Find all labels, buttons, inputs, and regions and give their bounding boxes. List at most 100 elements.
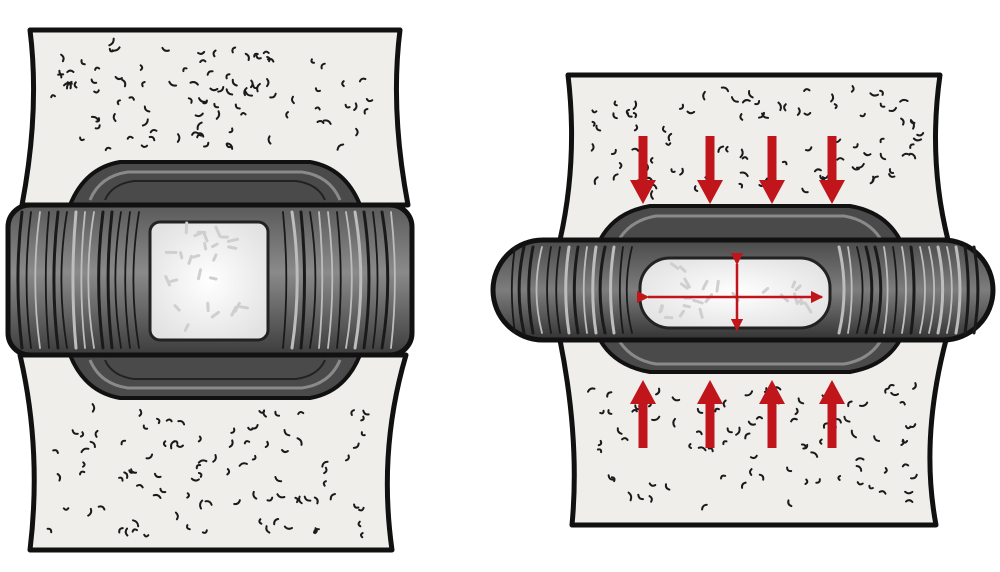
bone-speckle [65, 80, 73, 90]
bone-speckle [303, 495, 312, 502]
bone-speckle [755, 416, 763, 420]
annulus-ring [591, 245, 598, 335]
bone-speckle [741, 99, 751, 104]
nucleus-texture-mark [197, 268, 202, 281]
bone-speckle [651, 415, 661, 422]
bone-speckle [226, 468, 231, 476]
bone-speckle [97, 505, 106, 511]
annulus-ring [124, 211, 131, 349]
bone-speckle [344, 103, 351, 109]
upper-endplate-left [67, 160, 363, 207]
bone-speckle [264, 440, 269, 448]
bone-speckle [247, 426, 254, 431]
bone-speckle [225, 88, 234, 96]
annulus-ring [336, 211, 342, 349]
upper-endplate-right [596, 204, 904, 242]
bone-speckle [108, 37, 115, 47]
bone-speckle [693, 185, 699, 192]
bone-speckle [900, 117, 905, 126]
nucleus-texture-mark [794, 284, 802, 292]
bone-speckle [899, 401, 906, 406]
bone-speckle [128, 96, 135, 101]
bone-speckle [71, 429, 79, 435]
bone-speckle [754, 100, 761, 106]
bone-speckle [353, 102, 358, 111]
bone-speckle [322, 119, 332, 125]
annulus-ring [972, 245, 980, 335]
bone-speckle [843, 415, 851, 423]
bone-speckle [357, 520, 362, 528]
bone-speckle [114, 75, 123, 81]
bone-speckle [141, 81, 146, 88]
bone-speckle [121, 78, 127, 88]
bone-speckle [265, 525, 271, 534]
bone-speckle [156, 417, 161, 425]
annulus-ring [864, 245, 874, 335]
bone-speckle [804, 478, 809, 485]
bone-speckle [258, 518, 263, 525]
annulus-ring [34, 211, 41, 349]
bone-speckle [322, 480, 327, 487]
bone-speckle [720, 474, 727, 480]
bone-speckle [631, 408, 638, 413]
bone-speckle [79, 470, 86, 476]
bone-speckle [80, 447, 90, 454]
annulus-ring [946, 246, 953, 334]
annulus-ring [892, 246, 898, 334]
annulus-ring [106, 210, 114, 350]
bone-speckle [787, 499, 793, 508]
bone-speckle [637, 493, 644, 501]
bone-speckle [186, 524, 191, 531]
bone-speckle [321, 460, 329, 468]
annulus-ring [527, 245, 535, 335]
bone-speckle [197, 472, 203, 478]
bone-speckle [104, 146, 112, 152]
annulus-ring [873, 245, 883, 335]
bone-speckle [702, 90, 706, 101]
annulus-ring [16, 210, 24, 350]
bone-speckle [696, 407, 704, 414]
bone-speckle [225, 143, 233, 149]
bone-speckle [610, 476, 616, 483]
bone-speckle [123, 471, 129, 479]
bone-speckle [87, 507, 93, 517]
bone-speckle [748, 468, 753, 476]
bone-speckle [648, 482, 657, 487]
bone-speckle [597, 439, 603, 447]
bone-speckle [140, 144, 149, 149]
annulus-ring [535, 246, 543, 334]
bone-speckle [283, 429, 291, 437]
annulus-ring [883, 246, 889, 334]
bone-speckle [58, 69, 65, 76]
compression-arrows-top [630, 136, 845, 204]
annulus-ring [909, 245, 916, 335]
bone-speckle [213, 102, 220, 109]
bone-speckle [273, 518, 280, 526]
bone-speckle [314, 106, 321, 111]
bone-speckle [632, 100, 638, 110]
annulus-rings-left [16, 210, 396, 350]
bone-speckle [790, 417, 798, 423]
bone-speckle [297, 411, 305, 415]
bone-speckle [801, 187, 809, 194]
bone-speckle [869, 175, 875, 185]
bone-speckle [165, 418, 173, 423]
bone-speckle [262, 409, 267, 418]
bone-speckle [91, 403, 96, 413]
bone-speckle [329, 493, 336, 501]
bone-speckle [761, 112, 770, 119]
bone-speckle [671, 396, 681, 402]
bone-speckle [173, 440, 179, 445]
bone-speckle [197, 459, 208, 464]
compression-arrow-head [630, 380, 656, 404]
bone-speckle [360, 431, 366, 437]
bone-speckle [667, 132, 673, 142]
bone-speckle [758, 473, 765, 481]
annulus-ring [372, 211, 379, 349]
bone-speckle [847, 400, 853, 408]
annulus-ring [510, 246, 516, 334]
bone-speckle [884, 387, 890, 394]
bone-speckle [679, 167, 684, 176]
bone-speckle [909, 152, 917, 160]
bone-speckle [722, 440, 728, 446]
